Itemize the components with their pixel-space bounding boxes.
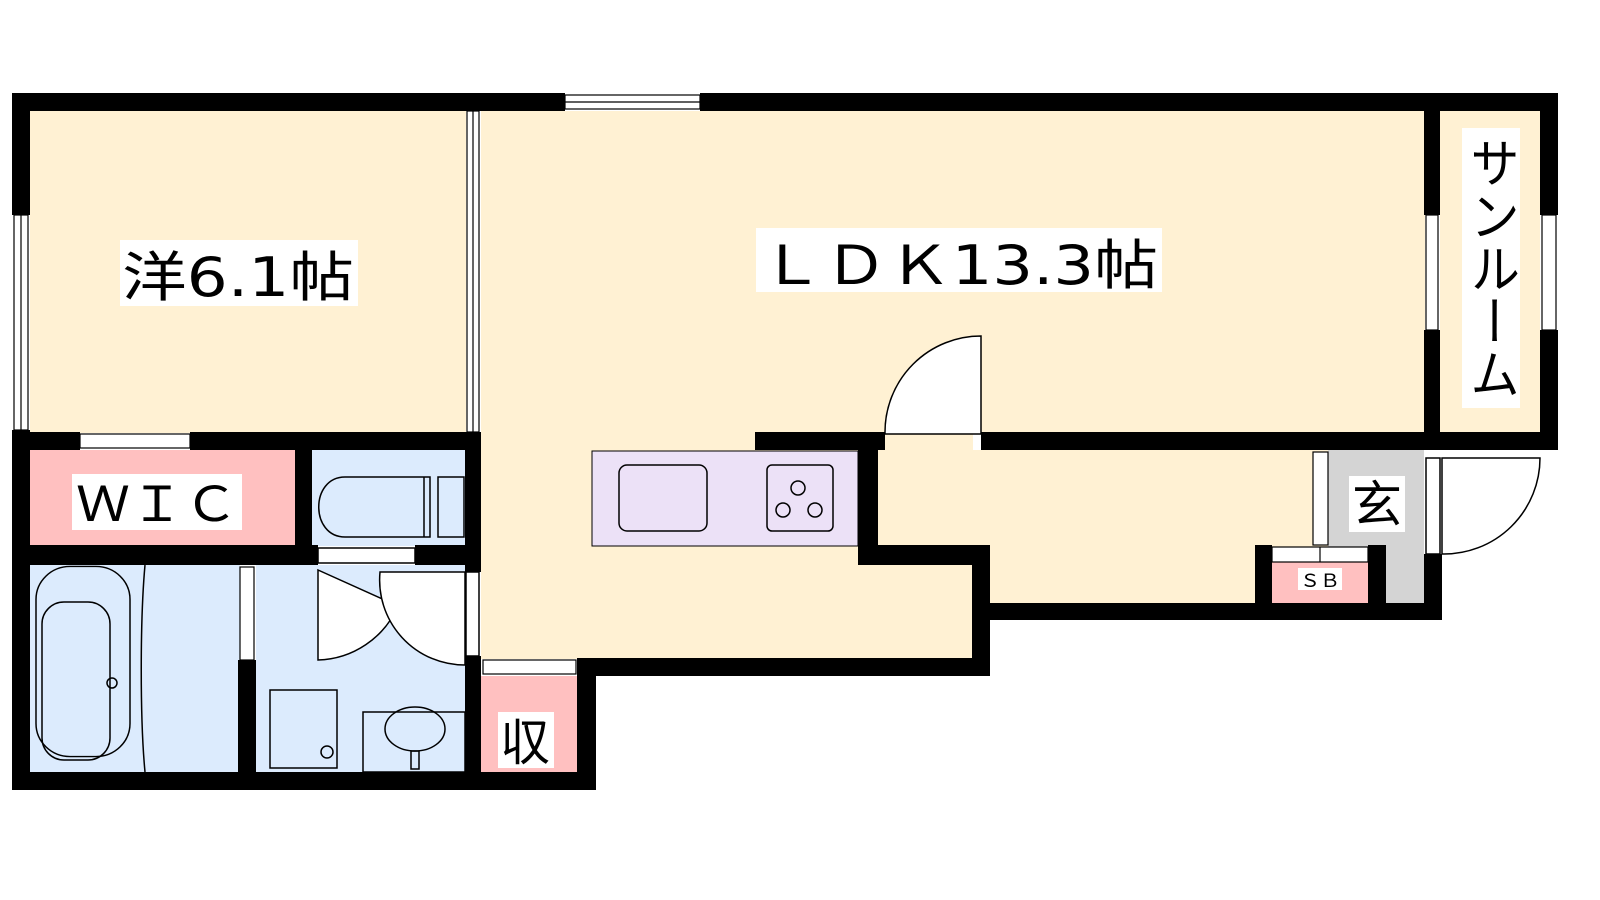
hall-floor — [878, 450, 1328, 604]
bath-floor — [30, 565, 240, 772]
walls — [12, 93, 1558, 790]
sunroom-label: サンルーム — [1462, 136, 1520, 400]
room-labels: 洋6.1帖 ＬＤＫ13.3帖 サンルーム ＷＩＣ 収 玄 ＳＢ — [72, 128, 1520, 772]
shoebox-label: ＳＢ — [1300, 571, 1340, 592]
toilet-floor — [312, 450, 465, 546]
entrance-door — [1441, 457, 1541, 555]
ldk-door — [884, 335, 982, 435]
toilet-icon — [318, 476, 465, 538]
ldk-label: ＬＤＫ13.3帖 — [760, 234, 1158, 297]
storage-label: 収 — [500, 714, 550, 772]
western-room-label: 洋6.1帖 — [122, 246, 354, 309]
bathtub-icon — [35, 564, 146, 773]
entrance-label: 玄 — [1352, 476, 1402, 534]
doors — [317, 335, 1541, 666]
toilet-door — [378, 571, 466, 666]
stove-icon — [766, 464, 834, 532]
wic-label: ＷＩＣ — [76, 477, 238, 533]
kitchen-counter — [591, 450, 859, 547]
washing-machine-icon — [269, 689, 338, 769]
windows — [13, 94, 1557, 675]
sink-icon — [618, 464, 708, 532]
